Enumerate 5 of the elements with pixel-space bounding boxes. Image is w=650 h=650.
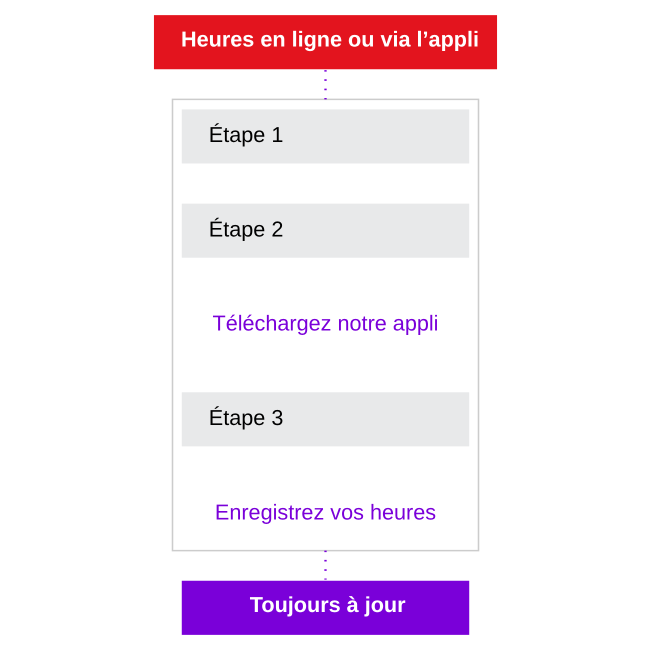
- node-box: Heures en ligne ou via l’appli: [152, 14, 498, 71]
- node-text: Téléchargez notre appli: [212, 310, 438, 336]
- node-text: Enregistrez vos heures: [214, 499, 436, 524]
- cluster: [171, 98, 479, 552]
- node-box: Toujours à jour: [180, 579, 470, 636]
